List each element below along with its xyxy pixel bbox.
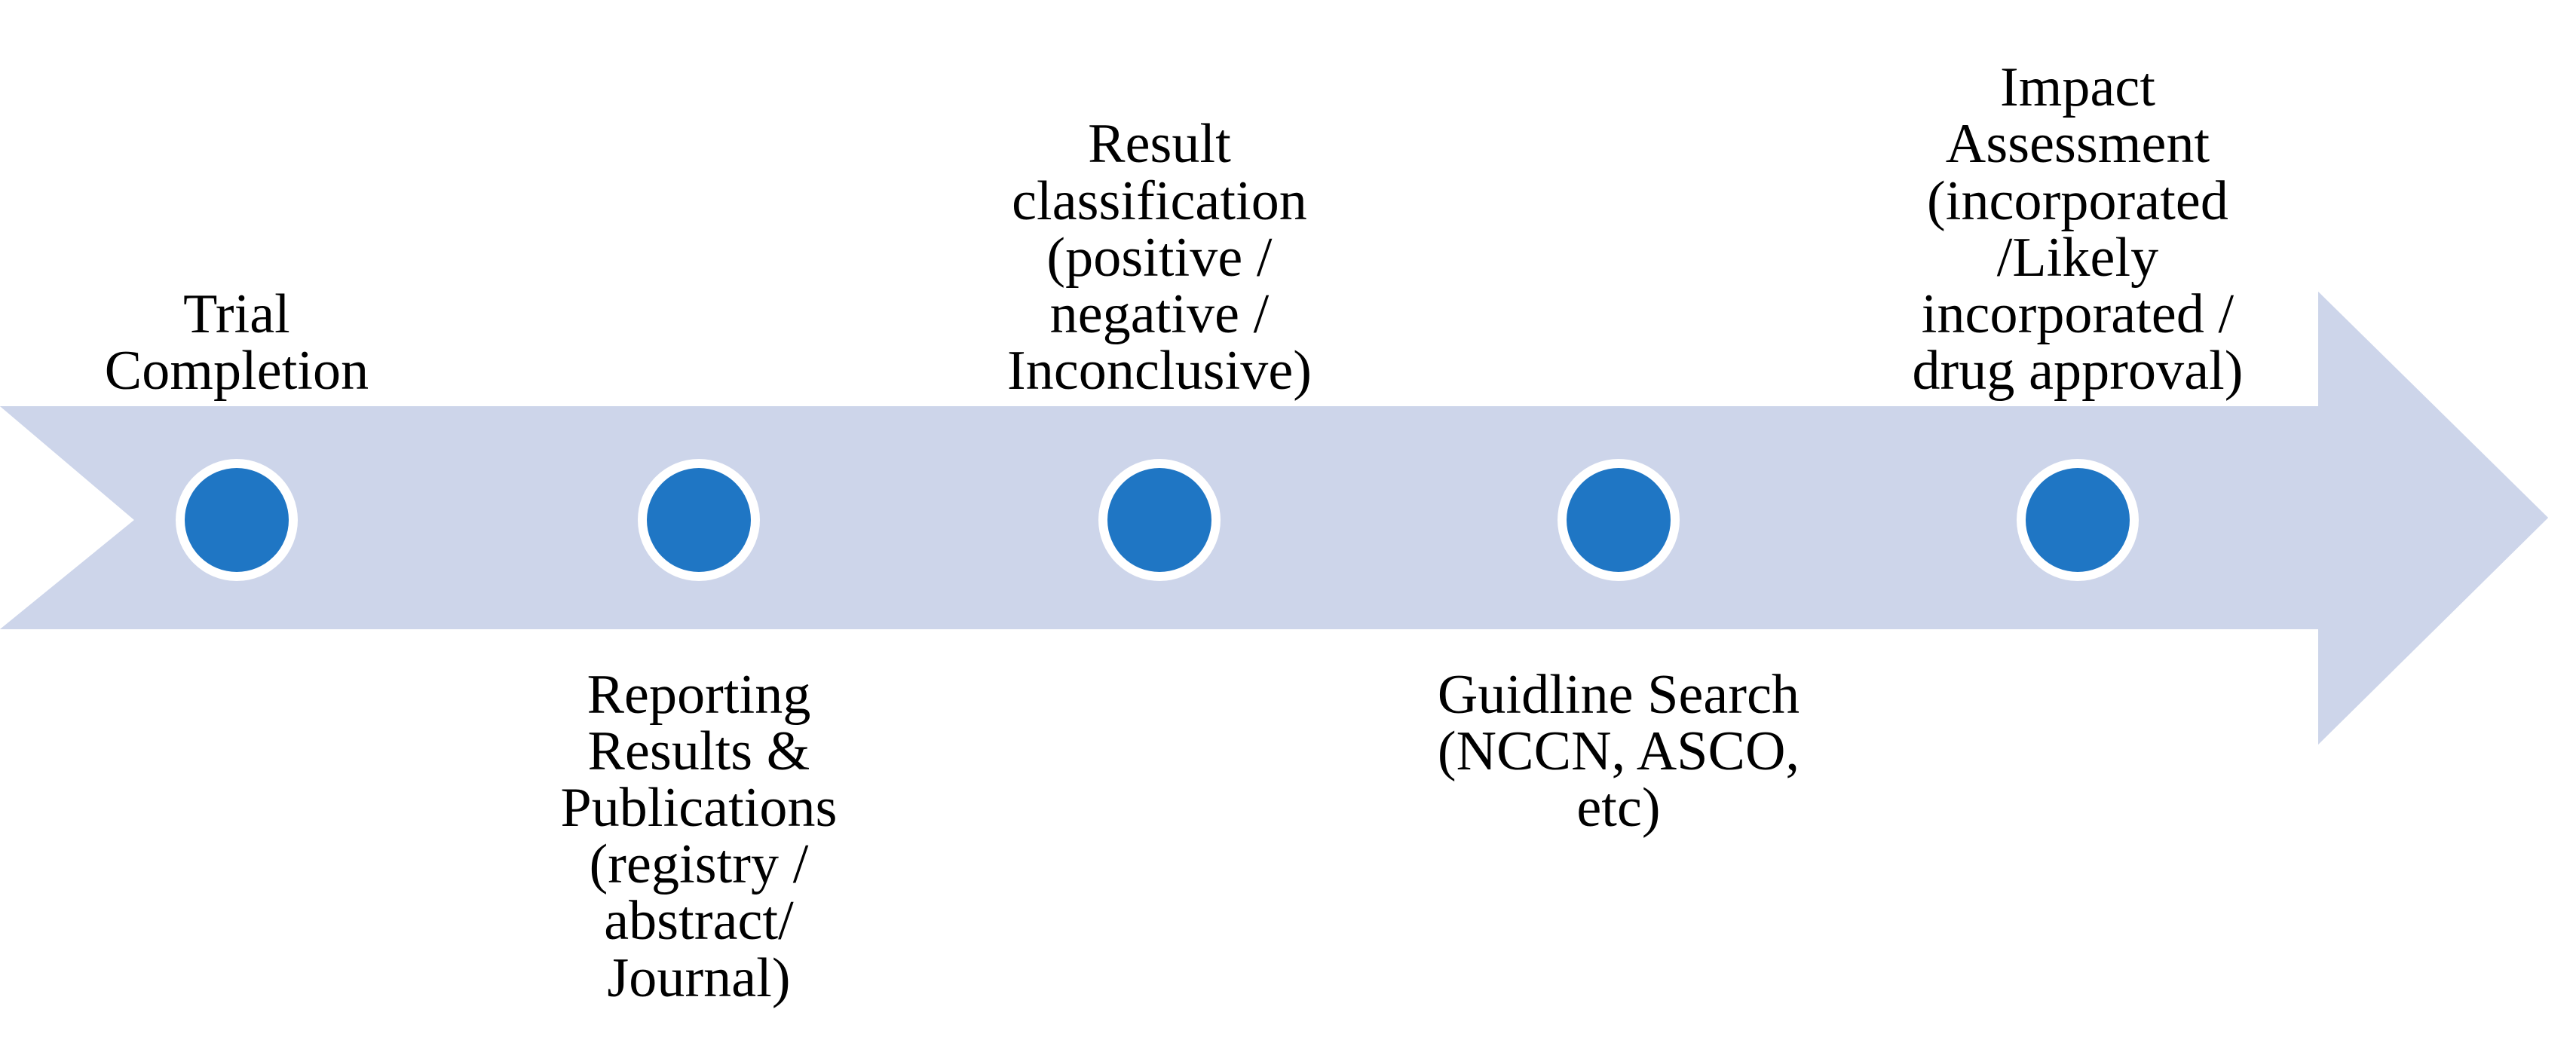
arrow-shape-body	[0, 292, 2548, 745]
milestone-label-3: Result classification (positive / negati…	[1006, 113, 1313, 402]
milestone-dot-icon	[1107, 468, 1211, 572]
milestone-dot-icon	[647, 468, 751, 572]
milestone-marker-2[interactable]	[638, 459, 760, 581]
milestone-dot-icon	[2026, 468, 2130, 572]
milestone-marker-5[interactable]	[2017, 459, 2139, 581]
milestone-dot-icon	[185, 468, 289, 572]
milestone-marker-1[interactable]	[176, 459, 298, 581]
milestone-marker-3[interactable]	[1098, 459, 1221, 581]
milestone-dot-icon	[1567, 468, 1671, 572]
milestone-label-1: Trial Completion	[104, 283, 369, 402]
milestone-label-2: Reporting Results & Publications (regist…	[560, 664, 838, 1009]
milestone-label-4: Guidline Search (NCCN, ASCO, etc)	[1437, 664, 1800, 840]
milestone-label-5: Impact Assessment (incorporated /Likely …	[1912, 57, 2244, 402]
milestone-marker-4[interactable]	[1558, 459, 1680, 581]
